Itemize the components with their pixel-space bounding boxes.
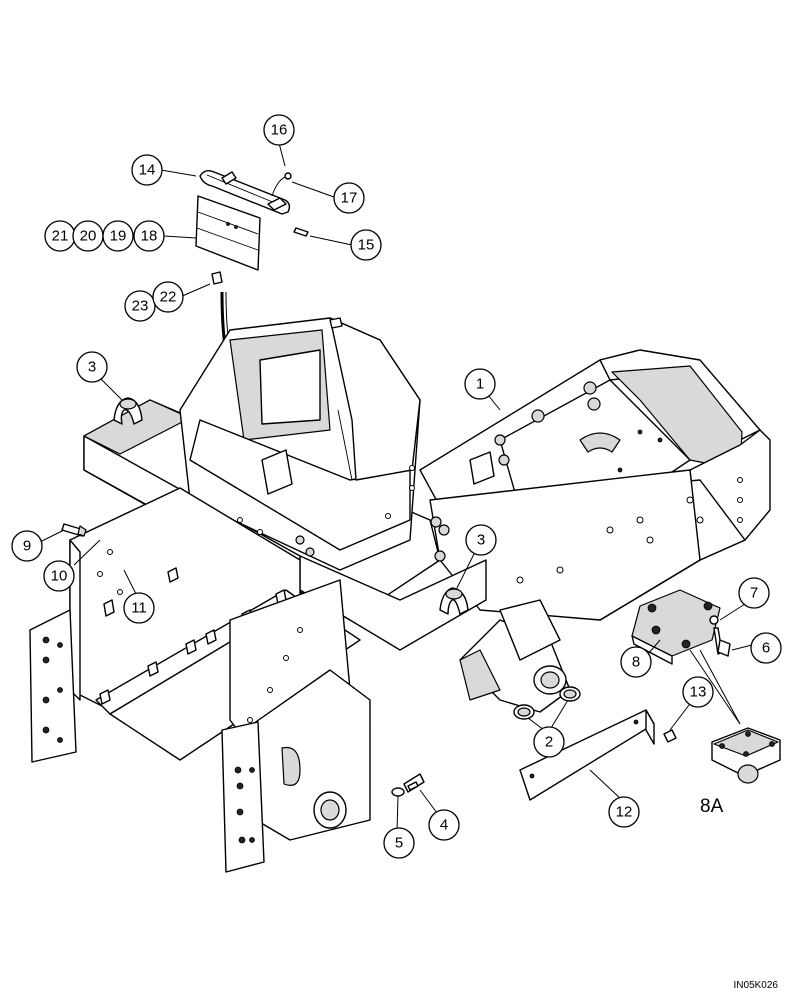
callout-21: 21 — [44, 220, 76, 252]
callout-3-right: 3 — [465, 524, 497, 556]
callout-19: 19 — [102, 220, 134, 252]
svg-text:20: 20 — [80, 228, 97, 245]
svg-text:12: 12 — [616, 804, 633, 821]
callout-20: 20 — [72, 220, 104, 252]
variant-label-8a: 8A — [700, 796, 724, 817]
svg-text:5: 5 — [395, 835, 403, 852]
bar-part — [519, 709, 677, 801]
isolator-variant-8a — [689, 649, 781, 784]
callout-11: 11 — [123, 592, 155, 624]
svg-text:22: 22 — [160, 289, 177, 306]
svg-text:23: 23 — [132, 298, 149, 315]
svg-text:8: 8 — [632, 654, 640, 671]
callout-1: 1 — [464, 368, 496, 400]
callout-12: 12 — [608, 796, 640, 828]
callout-5: 5 — [383, 827, 415, 859]
callout-9: 9 — [11, 530, 43, 562]
callout-14: 14 — [131, 154, 163, 186]
svg-text:18: 18 — [141, 228, 158, 245]
callout-3-left: 3 — [76, 351, 108, 383]
svg-text:19: 19 — [110, 228, 127, 245]
callouts: 16 14 17 21 20 19 18 15 23 22 3 1 9 10 1… — [11, 114, 782, 859]
svg-text:9: 9 — [23, 538, 31, 555]
callout-22: 22 — [152, 281, 184, 313]
svg-text:14: 14 — [139, 162, 156, 179]
callout-13: 13 — [682, 676, 714, 708]
svg-text:6: 6 — [762, 640, 770, 657]
svg-text:4: 4 — [440, 817, 448, 834]
callout-6: 6 — [750, 632, 782, 664]
svg-text:13: 13 — [690, 684, 707, 701]
callout-23: 23 — [124, 290, 156, 322]
callout-7: 7 — [738, 577, 770, 609]
figure-id: IN05K026 — [734, 980, 779, 991]
svg-text:11: 11 — [131, 600, 147, 617]
callout-8: 8 — [620, 646, 652, 678]
callout-16: 16 — [263, 114, 295, 146]
isolator-mount — [631, 589, 731, 665]
svg-text:7: 7 — [750, 585, 758, 602]
callout-15: 15 — [350, 229, 382, 261]
chassis-frame — [29, 317, 771, 873]
callout-10: 10 — [43, 560, 75, 592]
bolt-and-washer — [391, 773, 425, 797]
svg-text:2: 2 — [545, 734, 553, 751]
svg-text:16: 16 — [271, 122, 288, 139]
callout-4: 4 — [428, 809, 460, 841]
leader-lines — [39, 142, 753, 833]
access-panel-assembly — [195, 169, 309, 285]
svg-text:1: 1 — [476, 376, 484, 393]
callout-18: 18 — [133, 220, 165, 252]
svg-text:15: 15 — [358, 237, 375, 254]
svg-text:3: 3 — [88, 359, 96, 376]
svg-text:21: 21 — [52, 228, 69, 245]
svg-text:10: 10 — [51, 568, 68, 585]
callout-2: 2 — [533, 726, 565, 758]
svg-text:3: 3 — [477, 532, 485, 549]
svg-text:17: 17 — [341, 190, 358, 207]
callout-17: 17 — [333, 182, 365, 214]
bushings — [513, 686, 581, 720]
